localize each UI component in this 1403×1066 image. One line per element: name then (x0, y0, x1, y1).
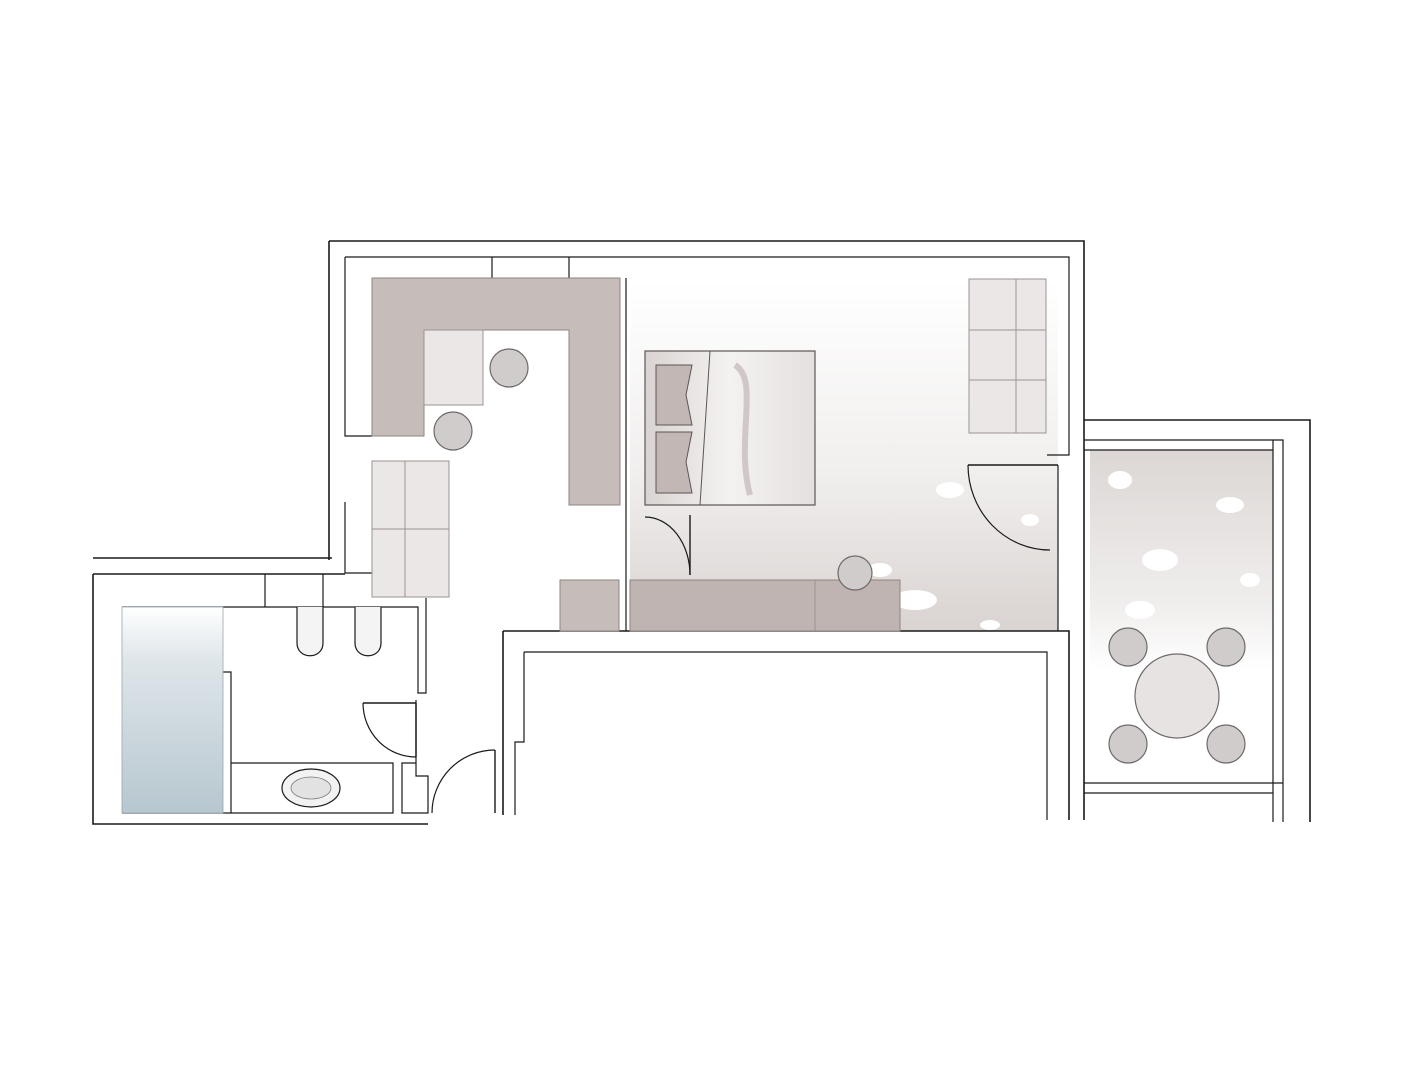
door-swing-icon (362, 702, 417, 758)
pillow-icon (655, 431, 693, 494)
sofa-icon (371, 460, 450, 598)
door-swing-icon (967, 464, 1058, 551)
door-swing-icon (431, 749, 496, 814)
pool-icon (121, 606, 224, 814)
chair-icon (1206, 724, 1246, 764)
double-bed-icon (644, 350, 816, 506)
washbasin-icon (281, 768, 341, 808)
pillow-icon (655, 364, 693, 426)
chair-icon (1108, 627, 1148, 667)
chair-icon (1108, 724, 1148, 764)
wardrobe-icon (968, 278, 1047, 434)
chair-icon (1206, 627, 1246, 667)
kitchen-counter-icon (371, 277, 621, 506)
bar-stool-icon (837, 555, 873, 591)
bidet-icon (354, 607, 382, 657)
dining-table-icon (1134, 653, 1220, 739)
bar-stool-icon (489, 348, 529, 388)
toilet-icon (296, 607, 324, 657)
door-swing-icon (644, 515, 691, 576)
floor-texture (868, 471, 1260, 630)
bar-stool-icon (433, 411, 473, 451)
cabinet-icon (559, 579, 620, 632)
